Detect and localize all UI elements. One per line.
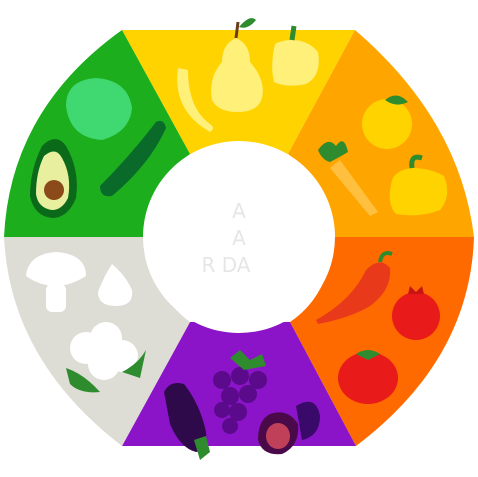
mushroom-icon bbox=[26, 252, 86, 312]
eggplant-icon bbox=[164, 383, 210, 460]
center-text-line1: A bbox=[232, 199, 246, 223]
garlic-icon bbox=[98, 264, 133, 306]
carrot-icon bbox=[318, 141, 378, 216]
pomegranate-icon bbox=[392, 286, 440, 340]
cauliflower-icon bbox=[66, 322, 146, 393]
lettuce-icon bbox=[66, 78, 132, 140]
center-circle bbox=[143, 141, 335, 333]
pear-icon bbox=[211, 18, 263, 112]
chili-pepper-icon bbox=[316, 251, 393, 324]
center-text-line2: A bbox=[232, 226, 246, 250]
grapes-icon bbox=[213, 350, 267, 434]
cucumber-icon bbox=[100, 120, 166, 197]
yellow-pepper-icon bbox=[272, 25, 319, 86]
segment-red bbox=[290, 237, 474, 446]
orange-pepper-icon bbox=[389, 154, 448, 216]
avocado-icon bbox=[30, 139, 77, 218]
banana-icon bbox=[177, 68, 213, 132]
tomato-icon bbox=[338, 350, 398, 404]
center-text-line3: R DA bbox=[202, 253, 251, 277]
orange-fruit-icon bbox=[362, 95, 412, 149]
fig-icon bbox=[258, 401, 320, 455]
